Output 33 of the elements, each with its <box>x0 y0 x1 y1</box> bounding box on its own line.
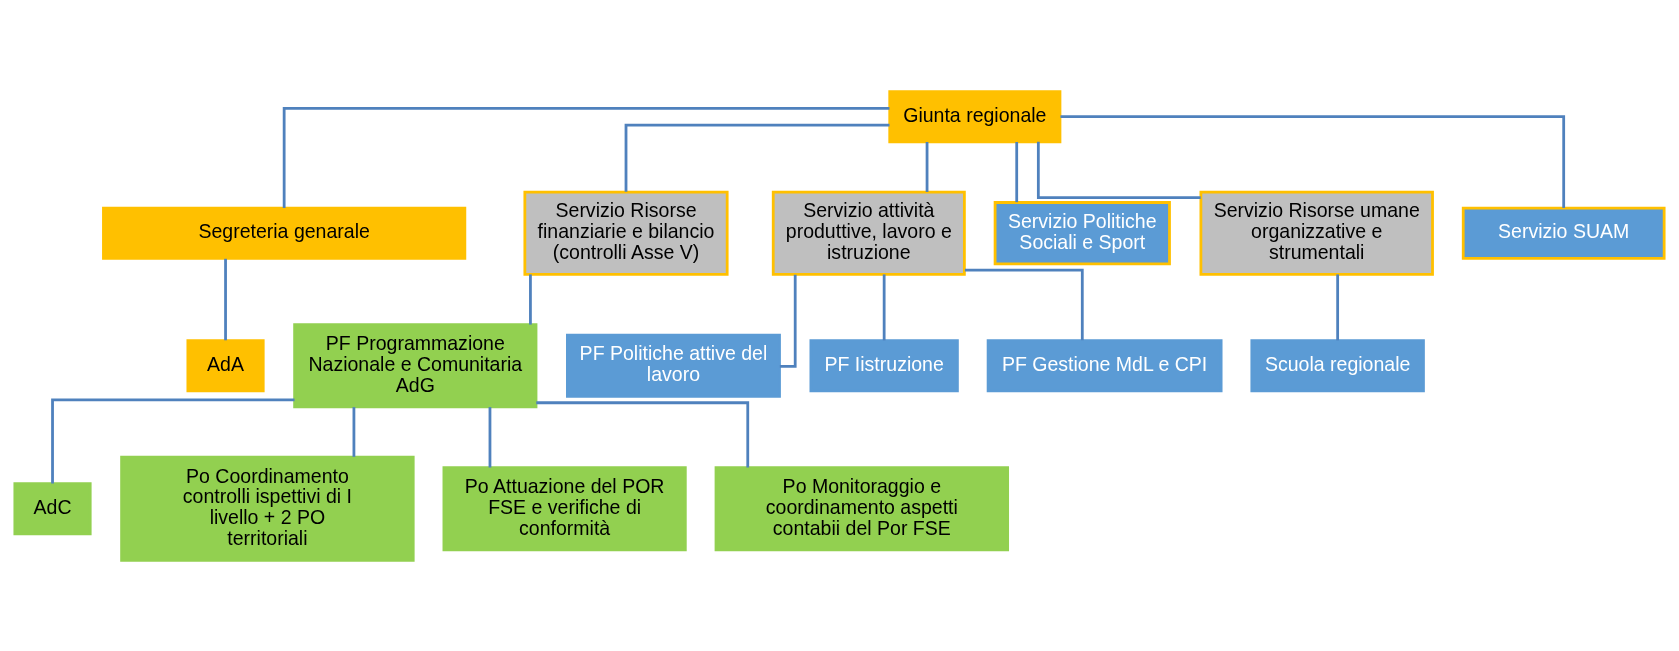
connector <box>282 106 890 208</box>
connector <box>1336 273 1340 340</box>
node-box: Servizio Risorse finanziarie e bilancio (controlli Asse V) <box>523 190 729 276</box>
connector <box>925 141 929 192</box>
connector <box>1015 141 1019 202</box>
node-box: Po Attuazione del POR FSE e verifiche di conformità <box>442 465 687 551</box>
node-box: Giunta regionale <box>888 89 1062 143</box>
node-box: Servizio SUAM <box>1461 206 1666 260</box>
connector <box>536 400 750 467</box>
node-box: Servizio attività produttive, lavoro e istruzione <box>771 190 966 276</box>
node-box: Po Coordinamento controlli ispettivi di I livello + 2 PO territoriali <box>120 455 415 562</box>
connector <box>51 398 295 484</box>
connector <box>488 406 492 467</box>
connector <box>779 274 797 368</box>
connector <box>224 258 227 340</box>
connector <box>352 406 356 457</box>
node-box: Servizio Risorse umane organizzative e strumentali <box>1199 190 1434 276</box>
node-box: Scuola regionale <box>1250 338 1425 392</box>
node-box: AdC <box>13 481 92 535</box>
node-box: PF Gestione MdL e CPI <box>986 338 1223 392</box>
connector <box>1060 114 1566 208</box>
node-box: AdA <box>186 338 265 392</box>
node-box: PF Iistruzione <box>809 338 959 392</box>
connector <box>1036 141 1201 199</box>
node-box: PF Politiche attive del lavoro <box>566 333 781 398</box>
connector <box>529 273 532 325</box>
node-box: Po Monitoraggio e coordinamento aspetti contabii del Por FSE <box>714 465 1010 551</box>
node-box: Segreteria genarale <box>102 206 467 260</box>
connector <box>882 273 886 340</box>
node-box: PF Programmazione Nazionale e Comunitaria AdG <box>293 322 538 408</box>
connector <box>624 123 890 192</box>
node-box: Servizio Politiche Sociali e Sport <box>993 200 1171 265</box>
connector <box>964 268 1084 340</box>
